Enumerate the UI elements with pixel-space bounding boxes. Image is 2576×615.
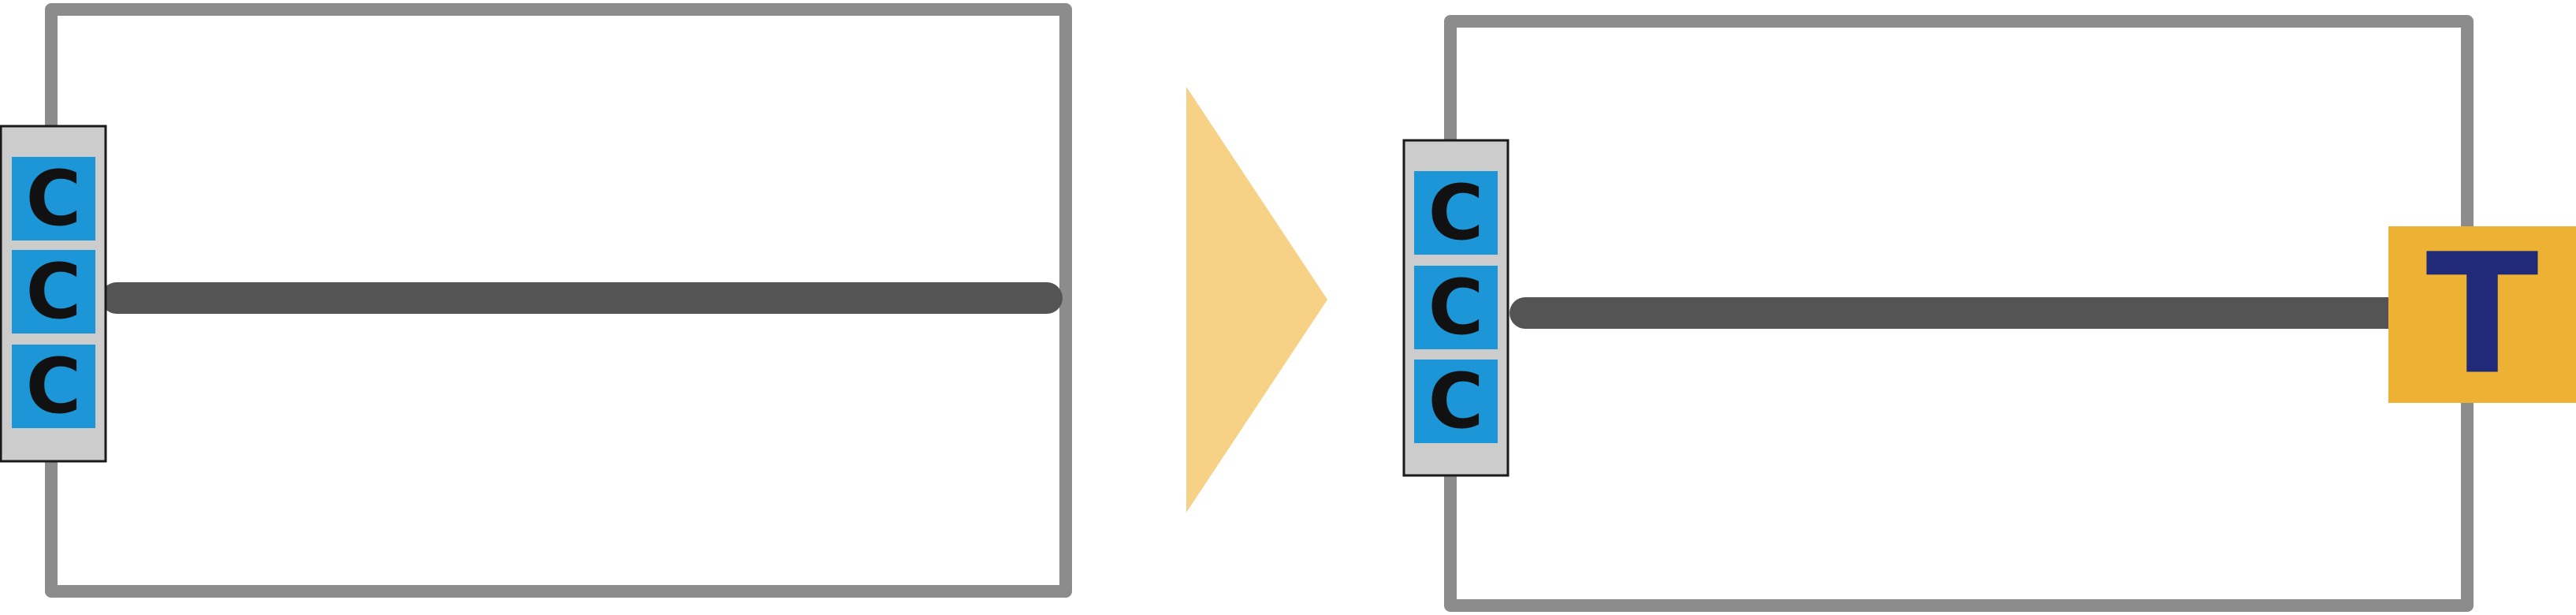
left-cassette-cell-2: C bbox=[12, 248, 95, 336]
cell-letter: C bbox=[26, 155, 81, 243]
cell-letter: C bbox=[26, 342, 81, 430]
right-cassette-cell-1: C bbox=[1414, 169, 1498, 257]
left-cassette: C C C bbox=[0, 125, 107, 463]
left-panel: C C C bbox=[0, 3, 1072, 598]
right-cassette-cell-2: C bbox=[1414, 263, 1498, 352]
left-cassette-cell-3: C bbox=[12, 342, 95, 430]
right-frame-lower bbox=[1444, 401, 2474, 612]
cell-letter: C bbox=[1428, 357, 1483, 445]
transition-arrow bbox=[1186, 87, 1327, 512]
terminal-block-body bbox=[2388, 226, 2576, 403]
left-cassette-cell-1: C bbox=[12, 155, 95, 243]
cell-letter: C bbox=[26, 248, 81, 336]
right-panel: C C C T bbox=[1402, 15, 2576, 612]
terminal-letter: T bbox=[2425, 218, 2538, 412]
cell-letter: C bbox=[1428, 169, 1483, 257]
right-cassette: C C C bbox=[1402, 139, 1509, 477]
right-frame bbox=[1444, 15, 2474, 229]
left-frame bbox=[45, 3, 1072, 598]
terminal-block: T bbox=[2388, 218, 2576, 412]
right-cassette-cell-3: C bbox=[1414, 357, 1498, 445]
cell-letter: C bbox=[1428, 263, 1483, 352]
